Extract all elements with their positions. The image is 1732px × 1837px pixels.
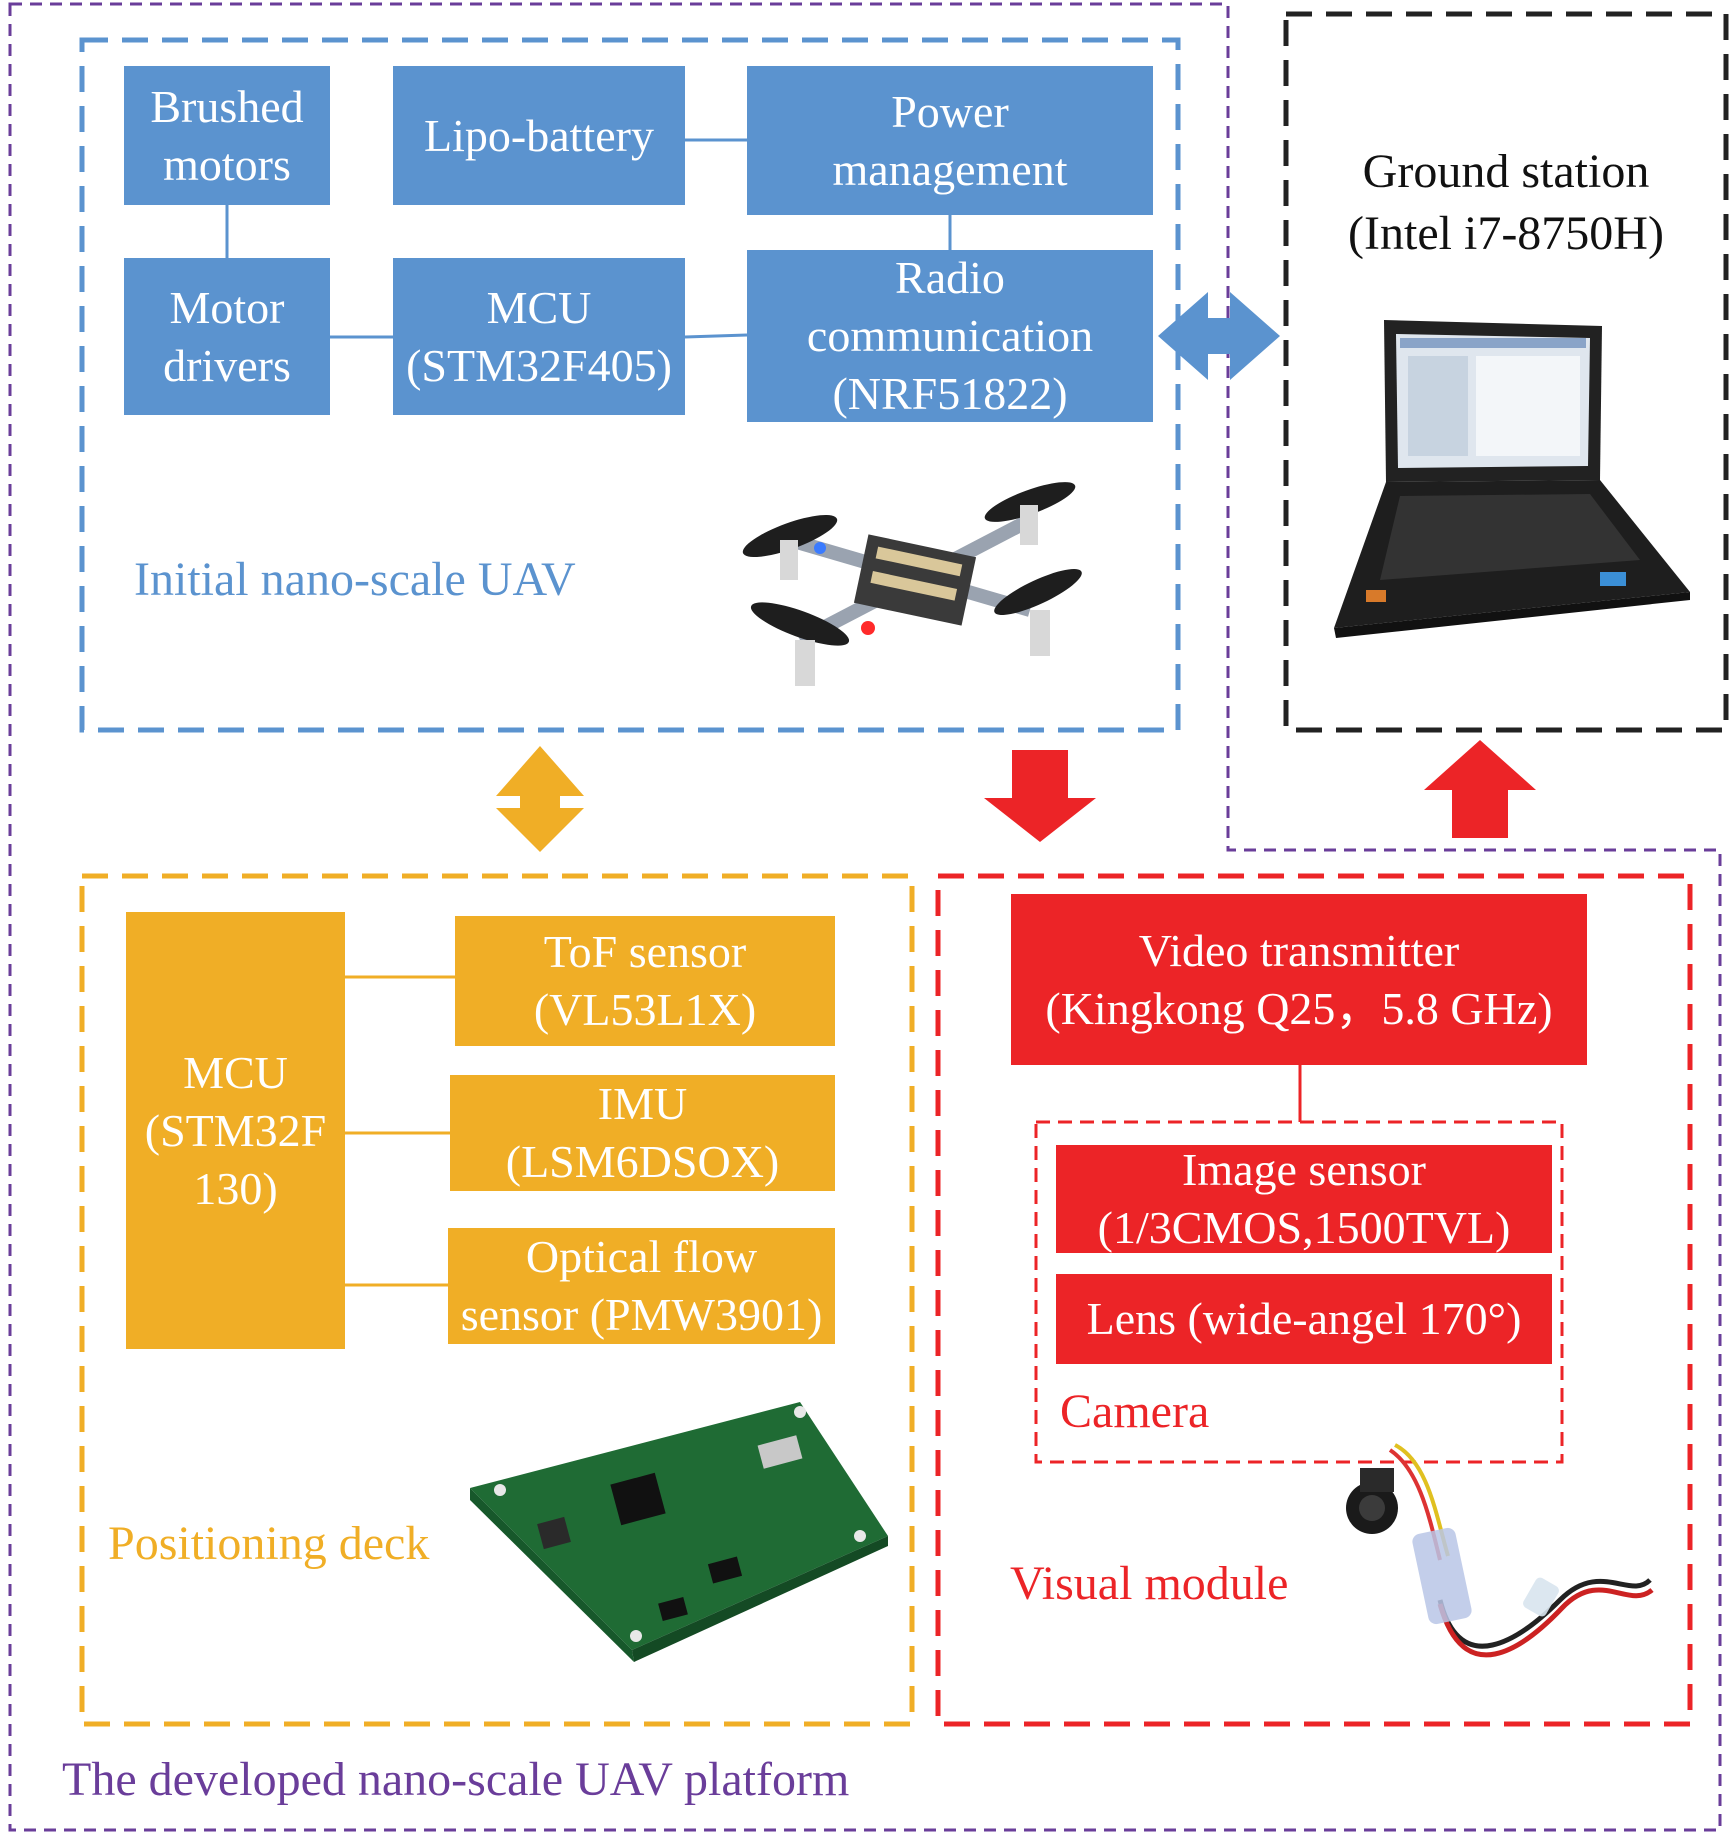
imu-block: IMU (LSM6DSOX) [450,1075,835,1191]
video-tx-line-2: (Kingkong Q25，5.8 GHz) [1045,982,1553,1034]
ground-station-border [1283,11,1729,733]
visual-ground-up-arrow [1424,740,1536,838]
optical-flow-line-2: sensor (PMW3901) [460,1289,823,1340]
power-management-line-2: management [832,143,1068,195]
lipo-battery-block: Lipo-battery [393,66,685,205]
video-tx-line-1: Video transmitter [1138,924,1460,976]
uav-deck-double-arrow [496,746,584,852]
lipo-battery-line-1: Lipo-battery [424,109,654,161]
optical-flow-line-1: Optical flow [525,1231,758,1282]
lens-block: Lens (wide-angel 170°) [1056,1274,1552,1364]
ground-station-title: Ground station [1362,145,1650,198]
uav-ground-double-arrow [1158,292,1280,380]
deck-mcu-line-2: (STM32F [144,1104,327,1156]
uav-connectors [225,138,952,339]
uav-mcu-line-1: MCU [486,281,592,333]
power-management-block: Power management [747,66,1153,215]
brushed-motors-line-2: motors [163,138,291,190]
deck-mcu-block: MCU (STM32F 130) [126,912,345,1349]
radio-line-3: (NRF51822) [832,368,1068,419]
imu-line-2: (LSM6DSOX) [505,1136,780,1187]
ground-station-subtitle: (Intel i7-8750H) [1348,207,1664,260]
optical-flow-block: Optical flow sensor (PMW3901) [448,1228,835,1344]
deck-mcu-line-1: MCU [183,1046,288,1098]
pcb-board-image [470,1402,888,1662]
tof-sensor-block: ToF sensor (VL53L1X) [455,916,835,1046]
platform-border [8,2,1722,1832]
uav-group-border [79,37,1181,733]
brushed-motors-block: Brushed motors [124,66,330,205]
tof-line-2: (VL53L1X) [533,984,757,1035]
motor-drivers-line-1: Motor [169,281,285,333]
radio-communication-block: Radio communication (NRF51822) [747,250,1153,422]
radio-line-2: communication [806,310,1094,361]
fpv-camera-image [1346,1443,1654,1658]
image-sensor-block: Image sensor (1/3CMOS,1500TVL) [1056,1144,1552,1253]
laptop-image [1334,320,1690,638]
motor-drivers-block: Motor drivers [124,258,330,415]
uav-mcu-line-2: (STM32F405) [406,339,672,391]
crazyflie-quadcopter-image [742,482,1082,686]
image-sensor-line-2: (1/3CMOS,1500TVL) [1097,1202,1511,1253]
deck-connectors [345,975,455,1287]
motor-drivers-line-2: drivers [163,339,291,391]
camera-group-label: Camera [1060,1385,1210,1438]
visual-group-label: Visual module [1010,1557,1289,1610]
brushed-motors-line-1: Brushed [150,80,304,132]
platform-label: The developed nano-scale UAV platform [62,1753,850,1806]
power-management-line-1: Power [891,85,1009,137]
radio-line-1: Radio [895,252,1005,303]
visual-group-border [935,873,1693,1727]
uav-mcu-block: MCU (STM32F405) [393,258,685,415]
imu-line-1: IMU [597,1078,688,1129]
lens-line-1: Lens (wide-angel 170°) [1086,1293,1522,1344]
camera-group-border [1034,1120,1564,1464]
image-sensor-line-1: Image sensor [1182,1144,1426,1195]
uav-group-label: Initial nano-scale UAV [134,553,576,606]
uav-visual-down-arrow [984,750,1096,842]
deck-mcu-line-3: 130) [193,1162,278,1214]
video-transmitter-block: Video transmitter (Kingkong Q25，5.8 GHz) [1011,894,1587,1065]
deck-group-label: Positioning deck [108,1517,430,1570]
deck-group-border [79,873,915,1727]
tof-line-1: ToF sensor [543,926,747,977]
